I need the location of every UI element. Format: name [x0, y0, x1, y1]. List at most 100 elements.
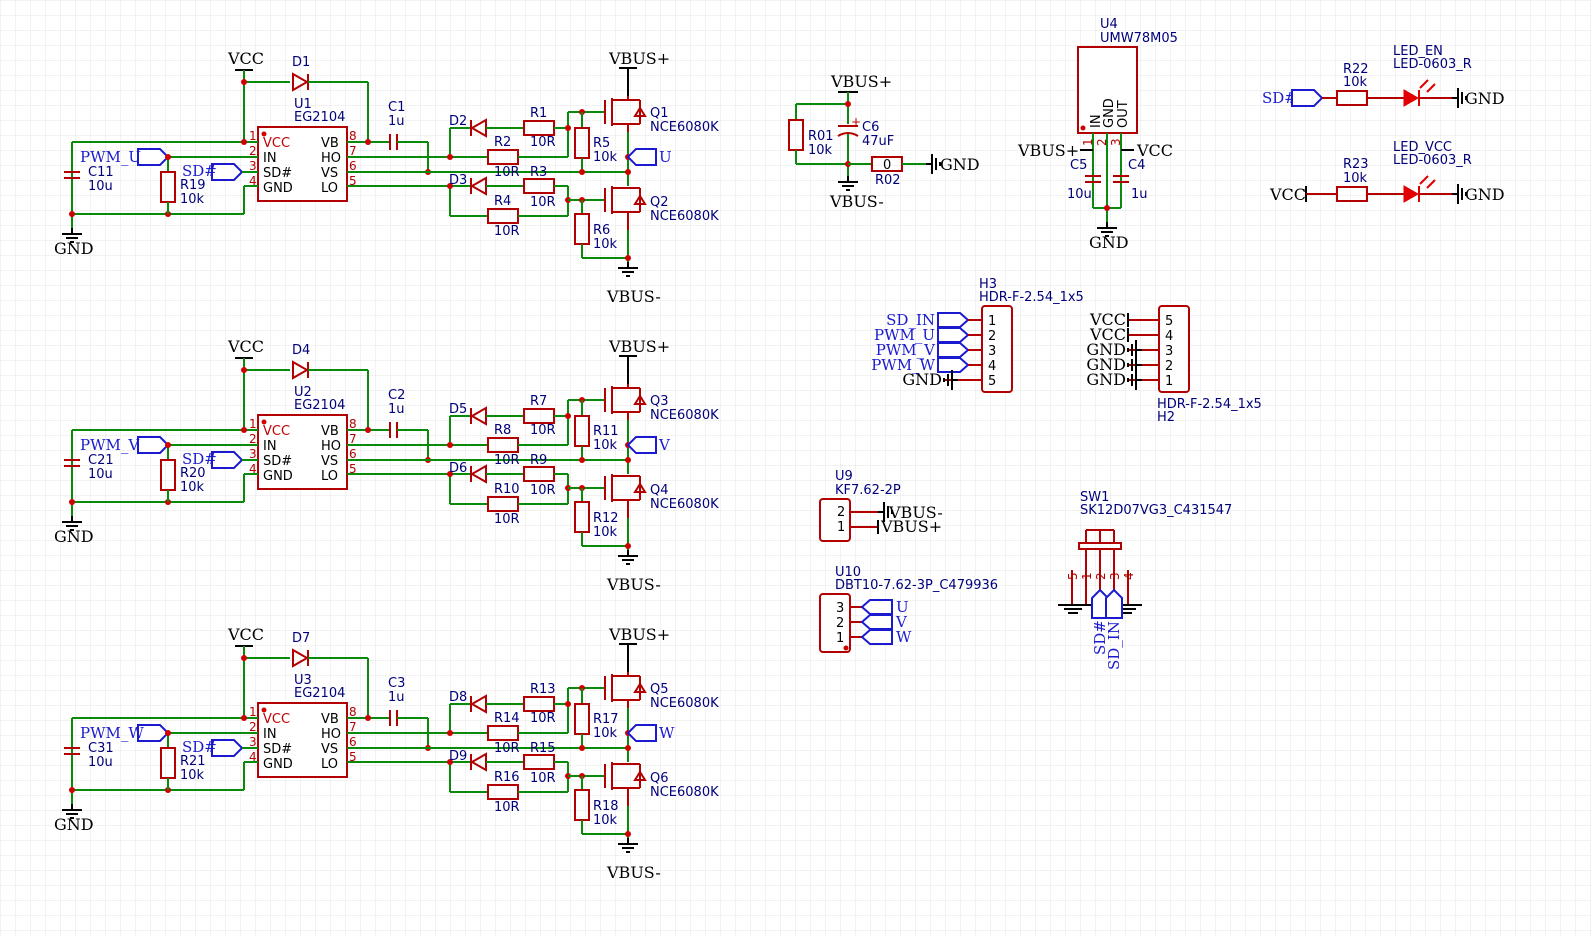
- phase-output-flag[interactable]: [626, 724, 657, 742]
- gs-res-lo-ref: R12: [593, 511, 619, 526]
- u10-net-flag[interactable]: [860, 599, 893, 615]
- pin-number: 3: [249, 735, 257, 749]
- gate-res-b-ref: R14: [494, 711, 520, 726]
- u9-net: VBUS-: [888, 503, 943, 522]
- h3-net-flag[interactable]: [937, 342, 970, 358]
- pin-name: SD#: [263, 166, 292, 181]
- sw1-sdin-flag[interactable]: [1105, 588, 1123, 619]
- reg-vout-label: VCC: [1136, 141, 1173, 160]
- pin-name: HO: [321, 151, 341, 166]
- pin-name: GND: [263, 469, 293, 484]
- pin-number: 4: [249, 462, 257, 476]
- gs-res-lo-val: 10k: [593, 525, 618, 540]
- h3-net-flag[interactable]: [937, 327, 970, 343]
- pull-res-ref: R20: [180, 466, 206, 481]
- gate-driver-ic[interactable]: [257, 126, 348, 202]
- bleed-res-val: 10k: [808, 143, 833, 158]
- h2-connector[interactable]: [1158, 305, 1190, 393]
- gs-res-hi-val: 10k: [593, 438, 618, 453]
- gate-driver-ic[interactable]: [257, 414, 348, 490]
- vbus-neg-label: VBUS-: [606, 863, 661, 882]
- vcc-label: VCC: [227, 337, 264, 356]
- sd-label: SD#: [182, 162, 217, 180]
- h3-connector[interactable]: [981, 305, 1013, 393]
- gate-driver-ic[interactable]: [257, 702, 348, 778]
- u10-pin-number: 1: [836, 631, 844, 646]
- pin-number: 1: [249, 129, 257, 143]
- sw1-pin-number: 3: [1108, 572, 1122, 580]
- bulk-vbus-neg: VBUS-: [829, 192, 884, 211]
- led-en-net-flag[interactable]: [1291, 89, 1324, 107]
- h3-net-label: PWM_V: [876, 341, 936, 359]
- boot-diode-ref: D1: [292, 55, 310, 70]
- phase-output-flag[interactable]: [626, 148, 657, 166]
- cap-in-ref: C21: [88, 453, 114, 468]
- phase-output-flag[interactable]: [626, 436, 657, 454]
- pin-name: VS: [321, 166, 338, 181]
- u10-pin-number: 3: [836, 601, 844, 616]
- led-vcc-res-ref: R23: [1343, 157, 1369, 172]
- gnd-label: GND: [54, 239, 94, 258]
- phase-u-block: VCC D1 U1 EG2104 VCC IN SD# GND VB HO VS…: [54, 49, 719, 306]
- sw1-pin-number: 5: [1066, 572, 1080, 580]
- pwm-label: PWM_V: [80, 436, 140, 454]
- gate-res-a-ref: R13: [530, 682, 556, 697]
- gate-res-b-val: 10R: [494, 741, 520, 756]
- sd-net-flag[interactable]: [211, 163, 244, 181]
- zero-ohm-ref: R02: [875, 173, 901, 188]
- h2-ref: H2: [1157, 410, 1175, 425]
- sd-net-flag[interactable]: [211, 451, 244, 469]
- pin-name: IN: [263, 727, 277, 742]
- vbus-neg-label: VBUS-: [606, 287, 661, 306]
- pwm-net-flag[interactable]: [137, 724, 170, 742]
- cap-in-val: 10u: [88, 179, 113, 194]
- sd-label: SD#: [182, 450, 217, 468]
- pin-number: 2: [249, 144, 257, 158]
- cap-in-val: 10u: [88, 467, 113, 482]
- bulk-cap-ref: C6: [862, 120, 879, 135]
- gate-res-c-val: 10R: [530, 195, 556, 210]
- boot-diode-icon: [292, 72, 310, 92]
- vcc-label: VCC: [227, 625, 264, 644]
- regulator-ic[interactable]: [1077, 46, 1138, 134]
- boot-cap-ref: C3: [388, 676, 405, 691]
- gate-res-d-val: 10R: [494, 800, 520, 815]
- bulk-cap-block: VBUS+ R01 10k + C6 47uF 0 R02 GND VBUS-: [788, 72, 980, 211]
- q-part: NCE6080K: [650, 120, 719, 135]
- pin-number: 7: [349, 144, 357, 158]
- h3-net-flag[interactable]: [937, 357, 970, 373]
- pin-name: LO: [321, 181, 338, 196]
- u9-connector[interactable]: [819, 498, 851, 542]
- q-hi-ref: Q5: [650, 682, 669, 697]
- pin-name: VCC: [263, 136, 290, 151]
- vbus-pos-label: VBUS+: [608, 49, 670, 68]
- led-en-block: SD# R22 10k GND LED_EN LED-0603_R: [1262, 44, 1505, 109]
- gs-res-lo-ref: R18: [593, 799, 619, 814]
- led-en-net: SD#: [1262, 89, 1297, 107]
- u10-net-flag[interactable]: [860, 629, 893, 645]
- pwm-net-flag[interactable]: [137, 148, 170, 166]
- led-en-res-ref: R22: [1343, 62, 1369, 77]
- gs-res-hi-val: 10k: [593, 150, 618, 165]
- q-lo-ref: Q2: [650, 195, 669, 210]
- u10-connector[interactable]: [819, 593, 851, 653]
- pin-number: 7: [349, 720, 357, 734]
- sw1-pin-number: 4: [1122, 572, 1136, 580]
- pin-name: SD#: [263, 742, 292, 757]
- pin-name: IN: [263, 151, 277, 166]
- driver-part: EG2104: [294, 110, 345, 125]
- sd-net-flag[interactable]: [211, 739, 244, 757]
- gate-res-b-ref: R8: [494, 423, 511, 438]
- u9-net: VBUS+: [880, 517, 942, 536]
- led-vcc-net: VCC: [1269, 185, 1306, 204]
- boot-diode-icon: [292, 360, 310, 380]
- u10-net-flag[interactable]: [860, 614, 893, 630]
- led-en-gnd: GND: [1465, 89, 1505, 108]
- pin-name: VB: [321, 136, 339, 151]
- h3-net-flag[interactable]: [937, 312, 970, 328]
- pwm-net-flag[interactable]: [137, 436, 170, 454]
- gate-diode-lo-ref: D3: [449, 173, 467, 188]
- h2-pin-number: 3: [1165, 344, 1173, 359]
